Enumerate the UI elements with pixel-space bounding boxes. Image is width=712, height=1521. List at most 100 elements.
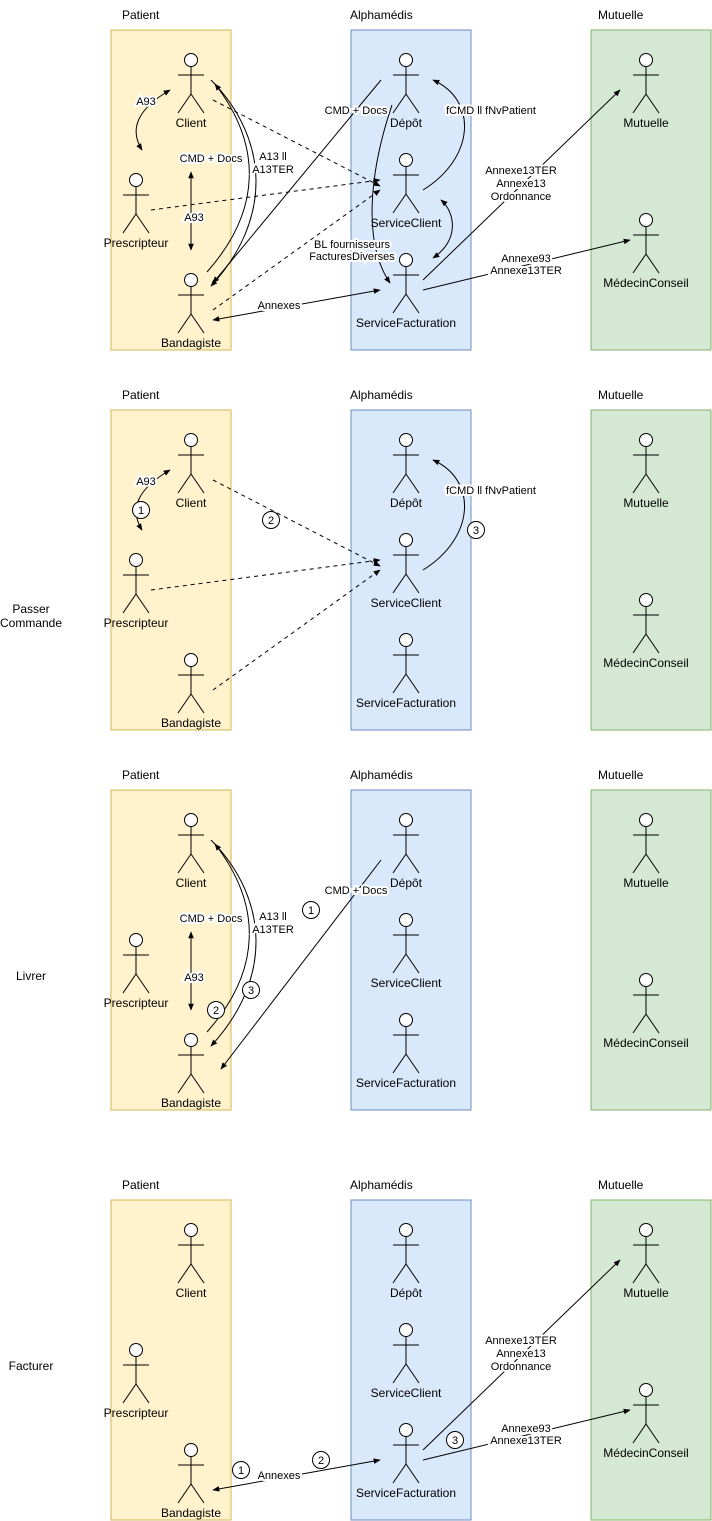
panel-1-actor-prescripteur-leg-left <box>122 213 137 234</box>
panel-4-actor-servicefacturation: ServiceFacturation <box>356 1423 456 1500</box>
panel-4-actor-serviceclient-head <box>399 1323 413 1337</box>
panel-1-label-cmd-docs: CMD + Docs <box>325 105 388 117</box>
panel-3-badge-1-label: 1 <box>308 905 314 917</box>
panel-1-actor-client: Client <box>176 53 207 130</box>
panel-3-actor-prescripteur-head <box>129 933 143 947</box>
panel-4-actor-servicefacturation-label: ServiceFacturation <box>356 1486 456 1500</box>
panel-1-label-annexe-1: Annexe13TER <box>485 165 557 177</box>
panel-3-actor-client-head <box>184 813 198 827</box>
panel-3-actor-mutuelle-label: Mutuelle <box>623 876 669 890</box>
panel-3-lane-title-mutuelle: Mutuelle <box>598 768 644 782</box>
panel-4-badge-1: 1 <box>232 1461 250 1479</box>
panel-3-actor-depot-leg-left <box>392 853 407 874</box>
panel-1-actor-medecinconseil-head <box>639 213 653 227</box>
panel-3-actor-depot-label: Dépôt <box>390 876 423 890</box>
panel-2-badge-2-label: 2 <box>268 515 274 527</box>
panel-1-actor-servicefacturation: ServiceFacturation <box>356 253 456 330</box>
panel-2-badge-1-circle <box>132 501 150 519</box>
panel-4-badge-1-circle <box>232 1461 250 1479</box>
panel-2-actor-servicefacturation-leg-right <box>405 673 420 694</box>
panel-1-actor-mutuelle: Mutuelle <box>623 53 669 130</box>
panel-1-lane-patient <box>110 29 232 351</box>
panel-1-actor-serviceclient-leg-left <box>392 193 407 214</box>
panel-3-actor-client: Client <box>176 813 207 890</box>
panel-2-actor-prescripteur-leg-right <box>135 593 150 614</box>
panel-2-badge-1: 1 <box>132 501 150 519</box>
panel-2-actor-depot-leg-left <box>392 473 407 494</box>
panel-3-actor-prescripteur-leg-left <box>122 973 137 994</box>
panel-2-actor-mutuelle-head <box>639 433 653 447</box>
panel-3-actor-bandagiste-label: Bandagiste <box>161 1096 221 1110</box>
panel-1-edge-a93 <box>135 89 171 151</box>
panel-3-actor-servicefacturation-leg-right <box>405 1053 420 1074</box>
panel-4-actor-bandagiste-leg-right <box>190 1483 205 1504</box>
panel-4-actor-client-label: Client <box>176 1286 207 1300</box>
panel-1-actor-serviceclient: ServiceClient <box>371 153 442 230</box>
panel-1-actor-client-label: Client <box>176 116 207 130</box>
panel-3-actor-medecinconseil-leg-left <box>632 1013 647 1034</box>
panel-4-actor-depot-label: Dépôt <box>390 1286 423 1300</box>
panel-4-actor-client-leg-right <box>190 1263 205 1284</box>
panel-2-actor-serviceclient-label: ServiceClient <box>371 596 442 610</box>
panel-1-actor-serviceclient-leg-right <box>405 193 420 214</box>
panel-2-actor-serviceclient-head <box>399 533 413 547</box>
panel-2-actor-client-leg-right <box>190 473 205 494</box>
panel-3-badge-2-circle <box>207 1001 225 1019</box>
panel-1-actor-medecinconseil-leg-left <box>632 253 647 274</box>
panel-2-actor-servicefacturation: ServiceFacturation <box>356 633 456 710</box>
panel-3-lane-patient <box>110 789 232 1111</box>
panel-3-actor-servicefacturation-leg-left <box>392 1053 407 1074</box>
panel-1-actor-depot-leg-left <box>392 93 407 114</box>
panel-1-edge-facturation-medecin <box>422 238 631 291</box>
panel-1-label-annexe-3: Ordonnance <box>491 191 552 203</box>
panel-4-actor-bandagiste-leg-left <box>177 1483 192 1504</box>
panel-4-actor-prescripteur-leg-left <box>122 1383 137 1404</box>
panel-4-lane-title-patient: Patient <box>122 1178 160 1192</box>
panel-3-actor-mutuelle-head <box>639 813 653 827</box>
panel-3-badge-3-circle <box>242 981 260 999</box>
panel-1-edge-a13-up <box>206 83 250 273</box>
panel-2-actor-client-label: Client <box>176 496 207 510</box>
panel-1-actor-medecinconseil-label: MédecinConseil <box>603 276 688 290</box>
panel-4-badge-2-label: 2 <box>318 1455 324 1467</box>
panel-2-actor-serviceclient-leg-right <box>405 573 420 594</box>
panel-3-actor-depot-head <box>399 813 413 827</box>
panel-2-actor-medecinconseil-head <box>639 593 653 607</box>
panel-2-actor-prescripteur: Prescripteur <box>104 553 168 630</box>
panel-4-badge-2: 2 <box>312 1451 330 1469</box>
panel-2-actor-servicefacturation-label: ServiceFacturation <box>356 696 456 710</box>
panel-1-actor-prescripteur-head <box>129 173 143 187</box>
panel-1-label-a93: A93 <box>136 96 156 108</box>
panel-4-actor-prescripteur-head <box>129 1343 143 1357</box>
panel-1-actor-prescripteur: Prescripteur <box>104 173 169 250</box>
panel-1-label-fcmd: fCMD ll fNvPatient <box>446 105 536 117</box>
panel-4-actor-prescripteur-label: Prescripteur <box>104 1406 169 1420</box>
panel-3-actor-client-leg-left <box>177 853 192 874</box>
panel-1-actor-bandagiste-leg-left <box>177 313 192 334</box>
panel-1-actor-depot-head <box>399 53 413 67</box>
panel-4-actor-bandagiste-label: Bandagiste <box>161 1506 221 1520</box>
panel-4-badge-1-label: 1 <box>238 1465 244 1477</box>
panel-2-actor-mutuelle-leg-right <box>645 473 660 494</box>
panel-2-actor-client-head <box>184 433 198 447</box>
panel-1-actor-mutuelle-leg-left <box>632 93 647 114</box>
panel-2-lane-title-patient: Patient <box>122 388 160 402</box>
panel-3-actor-servicefacturation-head <box>399 1013 413 1027</box>
panel-4-actor-medecinconseil-label: MédecinConseil <box>603 1446 688 1460</box>
panel-3-lane-alphamedis <box>350 789 472 1111</box>
panel-3-actor-servicefacturation-label: ServiceFacturation <box>356 1076 456 1090</box>
panel-4-label-annexe-1: Annexe13TER <box>485 1335 557 1347</box>
panel-3-actor-medecinconseil-leg-right <box>645 1013 660 1034</box>
panel-3-actor-bandagiste-head <box>184 1033 198 1047</box>
panel-1-actor-medecinconseil: MédecinConseil <box>603 213 689 290</box>
panel-3-actor-client-leg-right <box>190 853 205 874</box>
panel-1-lane-title-patient: Patient <box>122 8 160 22</box>
panel-3-label-cmd-docs: CMD + Docs <box>325 885 388 897</box>
panel-1-actor-prescripteur-label: Prescripteur <box>104 236 169 250</box>
panel-1-actor-bandagiste-label: Bandagiste <box>161 336 221 350</box>
panel-1-actor-depot: Dépôt <box>390 53 423 130</box>
panel-2-badge-3-circle <box>467 521 485 539</box>
panel-1-actor-mutuelle-leg-right <box>645 93 660 114</box>
panel-1-edge-prescripteur-serviceclient <box>150 178 381 211</box>
panel-2-actor-bandagiste-label: Bandagiste <box>161 716 221 730</box>
